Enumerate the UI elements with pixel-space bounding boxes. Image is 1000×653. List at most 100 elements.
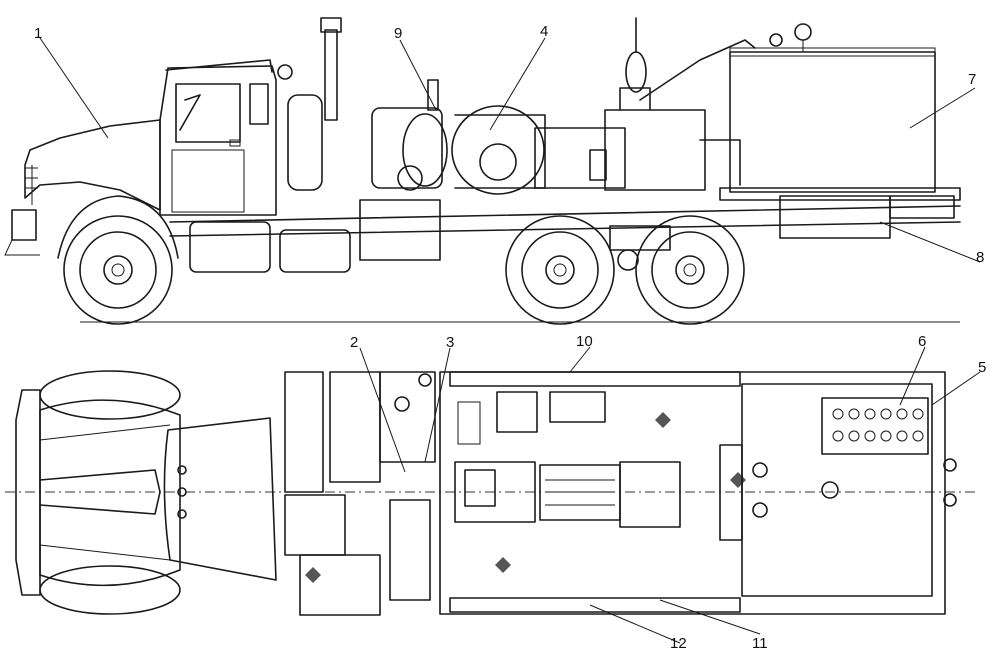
deck-box-2 [549,391,606,423]
tank-rim [729,47,936,57]
label-11: 11 [752,635,768,652]
hopper-cap [418,373,432,387]
label-8: 8 [976,249,984,266]
cab-body [159,65,277,216]
manifold-plate [719,444,743,541]
drum-hub [479,143,517,181]
label-1: 1 [34,25,42,42]
cab-window [175,83,241,143]
side-rail-12 [449,597,741,613]
hood-top [39,399,181,587]
label-7: 7 [968,71,976,88]
drive-shaft [389,499,431,601]
plungers [545,479,615,506]
deck-panel-1 [457,401,481,445]
control-panel [821,397,929,455]
rear-lamp [889,195,955,219]
pump-housing [371,107,443,189]
hatch-mark-2 [655,412,671,428]
grille [25,165,38,205]
drum-frame [454,114,546,189]
cab-door [171,149,245,213]
label-12: 12 [670,635,687,652]
tool-box [779,195,891,239]
cab-hood [24,119,161,211]
leader-4 [489,37,546,131]
mirror-arm [179,94,201,131]
rear-wheel-1 [505,215,615,325]
tank-cap-1 [769,33,783,47]
roof-lamp-2 [177,487,187,497]
deck-box-1 [496,391,538,433]
pump-frame [619,87,651,111]
valve-1 [752,462,768,478]
axle-hub [617,249,639,271]
hoist-arm [639,39,756,101]
label-4: 4 [540,23,548,40]
top-view: 2 3 10 6 5 12 11 [5,333,986,652]
rear-platform [719,187,961,201]
exhaust-cap [320,17,342,33]
discharge-line [699,139,741,186]
chassis-frame [169,205,961,237]
tank-top [741,383,933,597]
top-bumper [15,389,41,596]
leader-3 [424,347,451,463]
battery-top [329,371,381,483]
leader-9 [399,39,437,111]
leader-11 [659,599,761,635]
side-view: 1 9 4 7 8 [4,17,984,325]
valve-4 [943,458,957,472]
hatch-mark-4 [730,472,746,488]
pump-core [464,469,496,507]
label-9: 9 [394,25,402,42]
pump-body-top [454,461,536,523]
lower-compartment [299,554,381,616]
side-rail-10 [449,371,741,387]
leader-5 [931,371,981,406]
gauge-row [832,408,924,442]
fuel-tank [189,221,271,273]
right-fender [39,565,181,615]
reducer-top [284,494,346,556]
pump-head [604,109,706,191]
deck-outline [439,371,946,615]
cab-roof-top [163,417,277,581]
marker-light [277,64,293,80]
roof-lamp-3 [177,509,187,519]
label-2: 2 [350,334,358,351]
tank [729,51,936,193]
door-handle [229,139,241,147]
valve-3 [821,481,839,499]
hatch-mark-3 [495,557,511,573]
air-tank [287,94,323,191]
plunger-pump [534,127,626,189]
transmission-drum [451,105,545,195]
label-3: 3 [446,334,454,351]
front-bumper [11,209,37,241]
valve-2 [752,502,768,518]
hopper-valve [394,396,410,412]
fluid-end-top [619,461,681,528]
valve-5 [943,493,957,507]
hoist-hook [625,51,647,93]
gearbox [359,199,441,261]
pump-ring [402,113,448,187]
leader-1 [39,37,109,139]
leader-6 [899,346,926,406]
tow-hook [4,239,40,256]
rear-window [249,83,269,125]
hood-lines [39,424,171,561]
pump-valve [427,79,439,111]
pump-block [589,149,607,181]
suspension [609,225,671,251]
leader-7 [909,87,976,129]
exhaust-pipe [324,29,338,121]
label-6: 6 [918,333,926,350]
cab-roof [165,59,273,73]
air-cylinder-top [284,371,324,493]
rear-wheel-2 [635,215,745,325]
roof-lamp-1 [177,465,187,475]
left-fender [39,370,181,420]
